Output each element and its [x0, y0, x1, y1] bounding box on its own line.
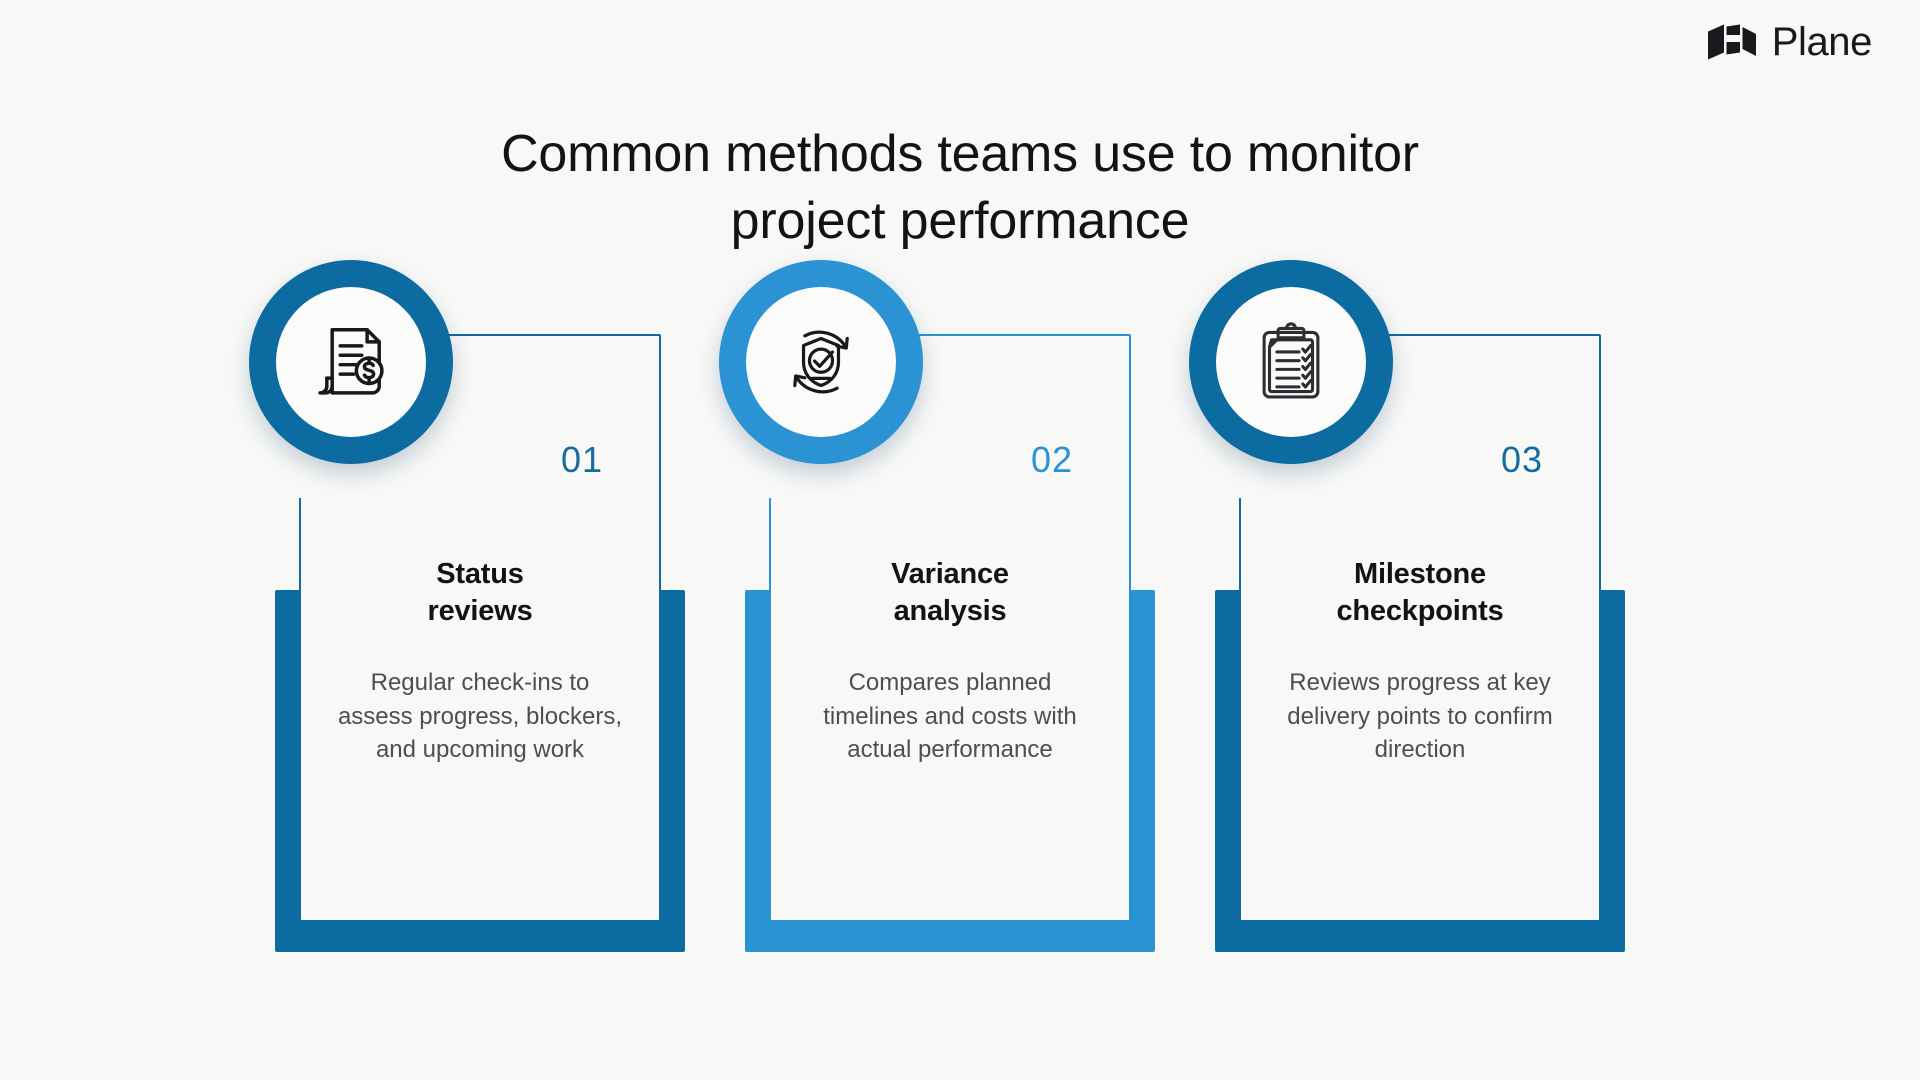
card-icon-badge-inner — [1216, 287, 1366, 437]
card-icon-badge — [719, 260, 923, 464]
card-icon-badge — [1189, 260, 1393, 464]
card-title-line-2: analysis — [893, 594, 1007, 627]
method-card-1[interactable]: 01 Status reviews Regular check-ins to a… — [249, 260, 685, 972]
card-title: Milestone checkpoints — [1267, 556, 1573, 629]
method-card-3[interactable]: 03 Milestone checkpoints Reviews progres… — [1189, 260, 1625, 972]
card-title: Status reviews — [327, 556, 633, 629]
card-title-line-2: checkpoints — [1336, 594, 1504, 627]
method-card-deck: 01 Status reviews Regular check-ins to a… — [249, 260, 1655, 972]
clipboard-checklist-icon — [1248, 319, 1334, 405]
card-icon-badge-inner — [276, 287, 426, 437]
page-title-line-1: Common methods teams use to monitor — [501, 124, 1419, 183]
card-number: 02 — [1030, 439, 1073, 480]
page-title: Common methods teams use to monitor proj… — [0, 121, 1920, 256]
card-title-line-2: reviews — [427, 594, 533, 627]
card-title-line-1: Variance — [891, 558, 1009, 590]
card-title-line-1: Milestone — [1354, 558, 1486, 590]
card-description: Reviews progress at key delivery points … — [1287, 669, 1553, 764]
method-card-2[interactable]: 02 Variance analysis Compares planned ti… — [719, 260, 1155, 972]
card-number: 03 — [1500, 439, 1543, 480]
card-number: 01 — [560, 439, 603, 480]
card-title-line-1: Status — [436, 558, 524, 590]
brand-logo: Plane — [1706, 22, 1872, 62]
card-description: Regular check-ins to assess progress, bl… — [337, 669, 623, 764]
page-title-line-2: project performance — [730, 192, 1190, 251]
card-title: Variance analysis — [797, 556, 1103, 629]
plane-logo-icon — [1706, 22, 1758, 62]
card-icon-badge-inner — [746, 287, 896, 437]
card-icon-badge — [249, 260, 453, 464]
brand-name: Plane — [1771, 20, 1873, 64]
card-description: Compares planned timelines and costs wit… — [823, 669, 1077, 764]
invoice-document-dollar-icon — [308, 319, 394, 405]
shield-check-refresh-icon — [778, 319, 864, 405]
